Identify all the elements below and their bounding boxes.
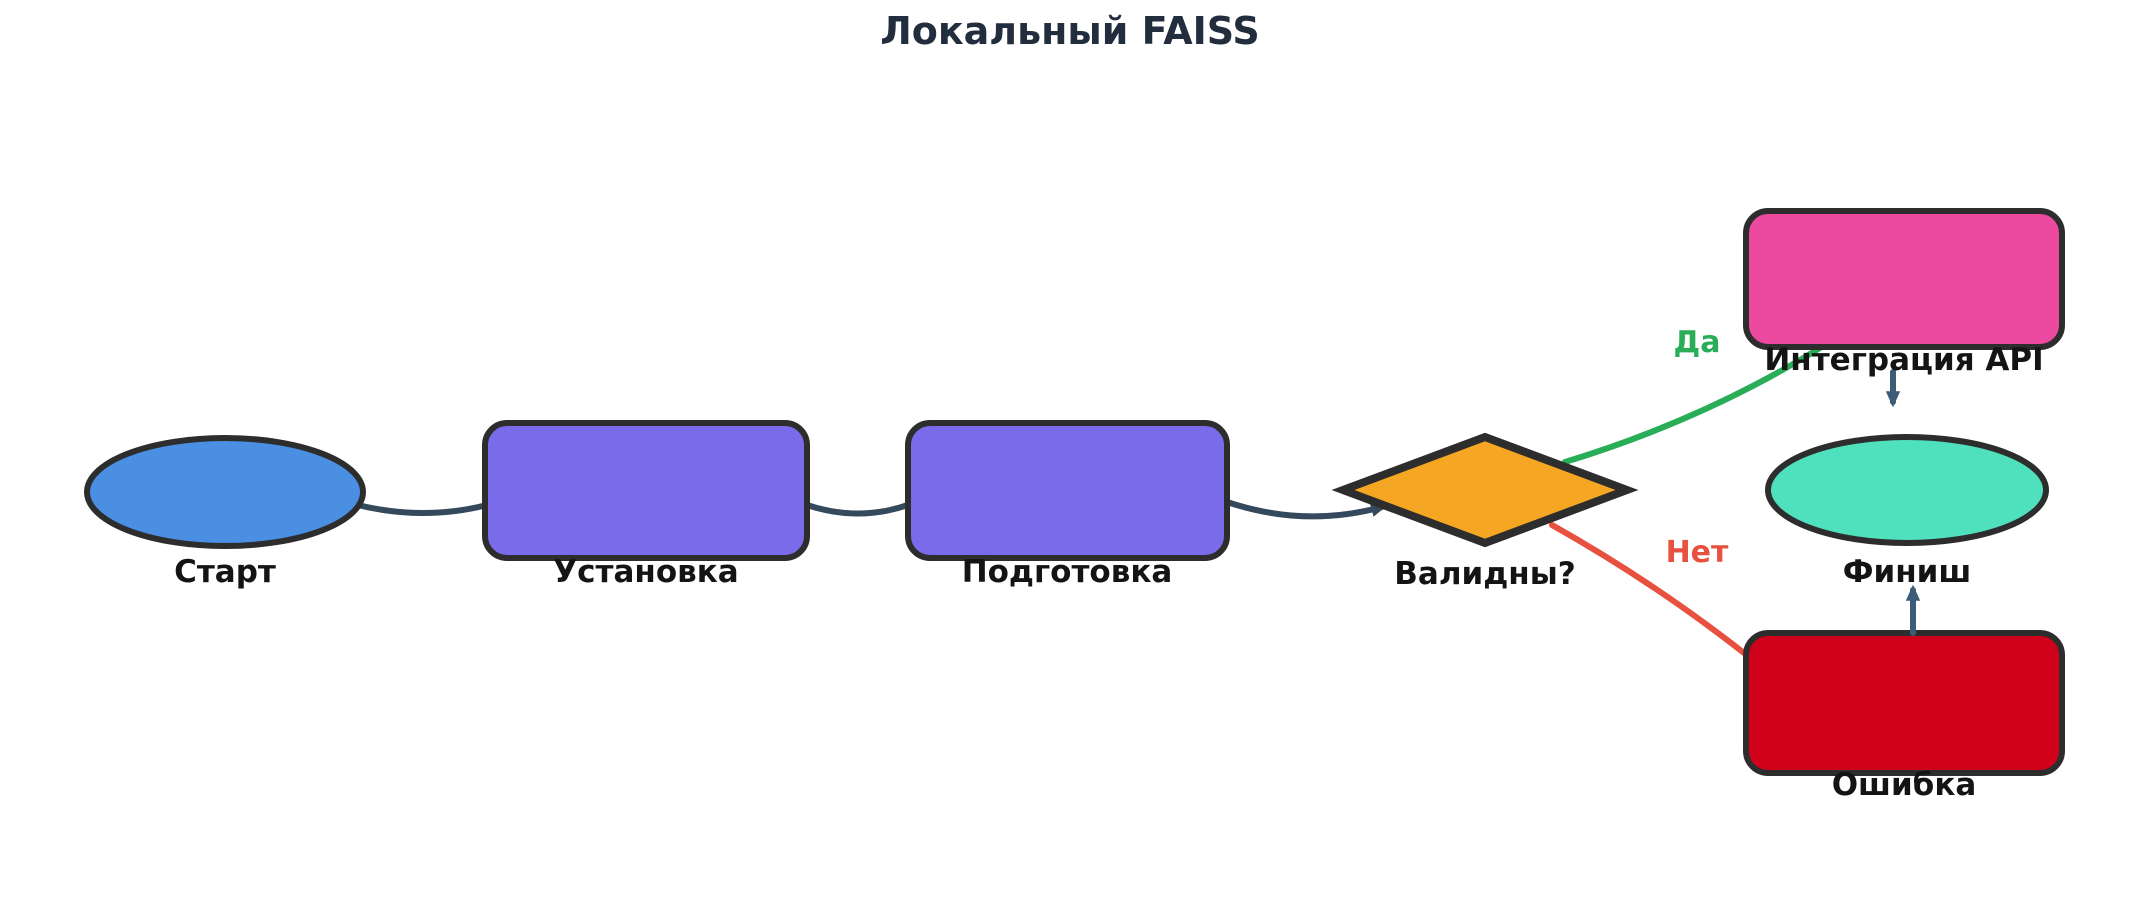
edge-valid-api-yes	[1562, 345, 1823, 465]
node-start-shape	[84, 435, 366, 549]
node-api-shape	[1743, 208, 2065, 350]
edge-install-prepare	[804, 502, 911, 517]
diagram-title: Локальный FAISS	[880, 9, 1260, 53]
edge-valid-error-no	[1549, 522, 1747, 656]
node-start-label: Старт	[174, 554, 276, 590]
node-prepare-shape	[905, 420, 1230, 561]
node-valid-label: Валидны?	[1394, 556, 1575, 592]
node-error-shape	[1743, 630, 2065, 776]
edge-start-install	[347, 500, 490, 516]
node-install-shape	[482, 420, 810, 561]
node-finish-shape	[1765, 434, 2049, 546]
edge-label-no: Нет	[1666, 535, 1729, 570]
edge-label-yes: Да	[1674, 325, 1721, 360]
node-valid-shape	[1331, 432, 1639, 548]
node-prepare-label: Подготовка	[962, 554, 1173, 590]
node-install-label: Установка	[553, 554, 738, 590]
node-error-label: Ошибка	[1832, 767, 1977, 803]
node-api-label: Интеграция API	[1764, 342, 2043, 378]
node-finish-label: Финиш	[1843, 554, 1972, 590]
edge-prepare-valid	[1224, 499, 1388, 520]
